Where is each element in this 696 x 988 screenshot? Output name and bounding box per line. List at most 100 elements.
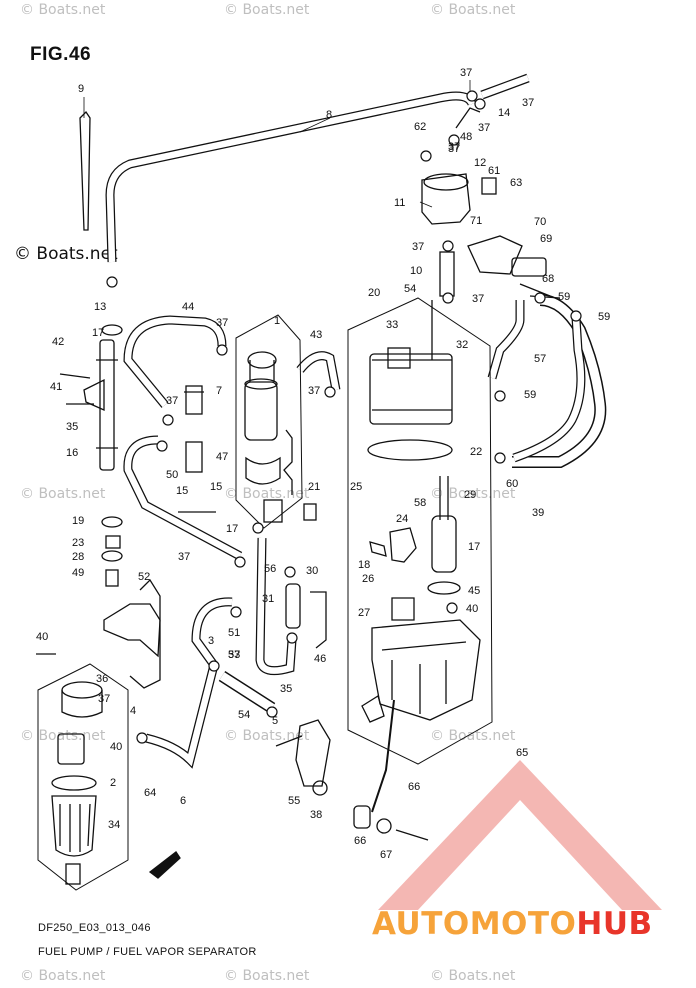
o-ring-4 (51, 775, 97, 791)
callout-17: 17 (468, 541, 480, 553)
callout-29: 29 (464, 489, 476, 501)
filter-box-2 (37, 663, 129, 891)
brand-logo: AUTOMOTOHUB (372, 906, 653, 942)
callout-17: 17 (226, 523, 238, 535)
callout-23: 23 (72, 537, 84, 549)
brand-part2: HUB (576, 906, 653, 942)
callout-11: 11 (394, 197, 405, 209)
callout-37: 37 (478, 122, 490, 134)
callout-38: 38 (310, 809, 322, 821)
callout-37: 37 (522, 97, 534, 109)
callout-71: 71 (470, 215, 482, 227)
callout-58: 58 (414, 497, 426, 509)
callout-45: 45 (468, 585, 480, 597)
callout-24: 24 (396, 513, 408, 525)
callout-37: 37 (216, 317, 228, 329)
callout-44: 44 (182, 301, 194, 313)
callout-37: 37 (98, 693, 110, 705)
callout-30: 30 (306, 565, 318, 577)
filter-cup-6 (51, 795, 97, 857)
callout-35: 35 (280, 683, 292, 695)
callout-21: 21 (308, 481, 320, 493)
fuel-rail-16 (99, 339, 115, 471)
callout-70: 70 (534, 216, 546, 228)
separator-group-box (347, 297, 493, 765)
callout-67: 67 (380, 849, 392, 861)
callout-63: 63 (510, 177, 522, 189)
watermark: © Boats.net (20, 486, 106, 502)
callout-37: 37 (460, 67, 472, 79)
callout-69: 69 (540, 233, 552, 245)
callout-40: 40 (466, 603, 478, 615)
callout-64: 64 (144, 787, 156, 799)
watermark: © Boats.net (224, 486, 310, 502)
watermark: © Boats.net (224, 968, 310, 984)
callout-37: 37 (228, 649, 240, 661)
callout-37: 37 (412, 241, 424, 253)
float-chamber (371, 619, 481, 721)
callout-37: 37 (178, 551, 190, 563)
bracket-45 (103, 603, 161, 658)
callout-34: 34 (108, 819, 120, 831)
callout-15: 15 (210, 481, 222, 493)
cooler-11 (421, 173, 471, 225)
element-5 (57, 733, 85, 765)
watermark: © Boats.net (20, 968, 106, 984)
callout-59: 59 (558, 291, 570, 303)
callout-42: 42 (52, 336, 64, 348)
callout-54: 54 (404, 283, 416, 295)
callout-36: 36 (96, 673, 108, 685)
callout-1: 1 (274, 315, 280, 327)
callout-9: 9 (78, 83, 84, 95)
diagram-code: DF250_E03_013_046 (38, 922, 151, 934)
callout-60: 60 (506, 478, 518, 490)
callout-5: 5 (272, 715, 278, 727)
callout-65: 65 (516, 747, 528, 759)
bracket-69 (467, 235, 523, 275)
callout-16: 16 (66, 447, 78, 459)
callout-61: 61 (488, 165, 500, 177)
pump-group-box (235, 314, 303, 529)
callout-labels: 3737371437986248371261631170716937681054… (36, 67, 610, 861)
logo-triangle-icon (378, 760, 662, 910)
callout-37: 37 (448, 143, 460, 155)
callout-66: 66 (408, 781, 420, 793)
callout-66: 66 (354, 835, 366, 847)
callout-37: 37 (308, 385, 320, 397)
watermark: © Boats.net (430, 728, 516, 744)
callout-13: 13 (94, 301, 106, 313)
callout-12: 12 (474, 157, 486, 169)
callout-20: 20 (368, 287, 380, 299)
callout-51: 51 (228, 627, 240, 639)
callout-62: 62 (414, 121, 426, 133)
callout-39: 39 (532, 507, 544, 519)
brand-part1: AUTOMOTO (372, 906, 577, 942)
callout-27: 27 (358, 607, 370, 619)
callout-35: 35 (66, 421, 78, 433)
part-26 (427, 581, 461, 595)
callout-22: 22 (470, 446, 482, 458)
callout-68: 68 (542, 273, 554, 285)
watermark: © Boats.net (430, 486, 516, 502)
callout-37: 37 (448, 141, 460, 153)
callout-14: 14 (498, 107, 510, 119)
callout-7: 7 (216, 385, 222, 397)
callout-59: 59 (524, 389, 536, 401)
callout-40: 40 (36, 631, 48, 643)
callout-53: 53 (228, 649, 240, 661)
callout-32: 32 (456, 339, 468, 351)
watermark: © Boats.net (224, 2, 310, 18)
callout-26: 26 (362, 573, 374, 585)
callout-49: 49 (72, 567, 84, 579)
callout-57: 57 (534, 353, 546, 365)
watermark-main: © Boats.net (14, 244, 118, 264)
callout-31: 31 (262, 593, 274, 605)
callout-19: 19 (72, 515, 84, 527)
pump-24 (431, 515, 457, 573)
callout-10: 10 (410, 265, 422, 277)
callout-15: 15 (176, 485, 188, 497)
callout-54: 54 (238, 709, 250, 721)
callout-2: 2 (110, 777, 116, 789)
callout-55: 55 (288, 795, 300, 807)
